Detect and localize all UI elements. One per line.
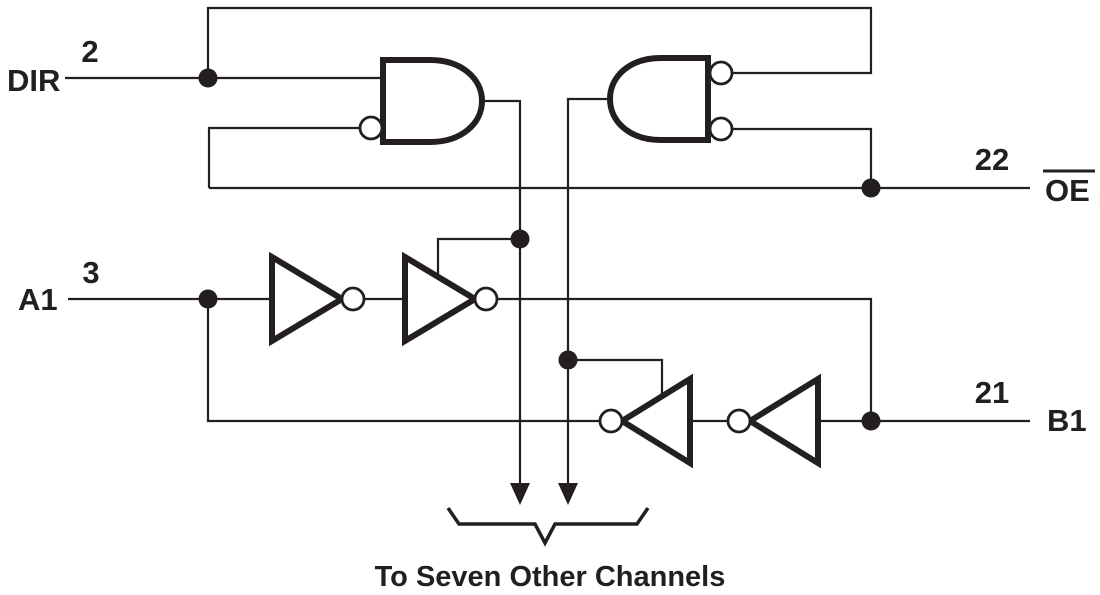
- b-enable-junction-dot: [558, 350, 578, 370]
- a-path-input-inverter-triangle: [269, 251, 348, 347]
- and-gate-a-direction-body: [380, 57, 486, 145]
- and-gate-a-direction: [358, 57, 486, 145]
- b1-junction-dot: [861, 411, 881, 431]
- b-path-output-driver: [598, 373, 693, 469]
- and-gate-b-direction: [606, 55, 734, 143]
- pin-labels: DIR 2 A1 3 22 OE 21 B1: [7, 34, 1095, 438]
- to-other-channels-arrows: [510, 483, 578, 505]
- inverting-bubble-b-input-stage: [726, 408, 752, 434]
- a-path-output-driver-triangle: [402, 251, 481, 347]
- a-driver-output-wire: [497, 297, 873, 421]
- inverting-bubble-right-gate-dir-input: [708, 60, 734, 86]
- b-path-input-inverter-triangle: [744, 373, 821, 469]
- b-path-output-driver-triangle: [616, 373, 693, 469]
- and-gate-b-direction-body: [606, 55, 711, 143]
- oe-to-right-gate-wire: [733, 127, 873, 188]
- pin-number-b1: 21: [975, 375, 1009, 410]
- a-path-input-inverter: [269, 251, 366, 347]
- inverting-bubble-b-driver: [598, 408, 624, 434]
- pin-number-a1: 3: [82, 255, 99, 290]
- inverting-bubble-a-driver: [473, 286, 499, 312]
- a-driver-enable-branch: [436, 237, 520, 277]
- inverting-bubble-a-input-stage: [340, 286, 366, 312]
- a1-junction-dot: [198, 289, 218, 309]
- b-path-input-inverter: [726, 373, 821, 469]
- pin-label-dir: DIR: [7, 63, 60, 98]
- pin-label-b1: B1: [1047, 403, 1087, 438]
- inverting-bubble-left-gate-oe-input: [358, 115, 384, 141]
- pin-label-oe: OE: [1045, 173, 1090, 208]
- a-enable-junction-dot: [510, 229, 530, 249]
- b-driver-output-wire: [206, 299, 600, 423]
- down-arrow-icon-right: [558, 483, 578, 505]
- pin-label-a1: A1: [18, 282, 58, 317]
- down-arrow-icon-left: [510, 483, 530, 505]
- a-enable-vertical-wire: [482, 99, 522, 487]
- oe-to-left-gate-wire: [207, 126, 360, 188]
- pin-number-oe: 22: [975, 142, 1009, 177]
- pin-number-dir: 2: [81, 34, 98, 69]
- dir-junction-dot: [198, 68, 218, 88]
- caption: To Seven Other Channels: [375, 561, 726, 593]
- junction-dot-group: [198, 68, 881, 431]
- oe-junction-dot: [861, 178, 881, 198]
- dir-top-rail-wire: [206, 6, 873, 78]
- a-path-output-driver: [402, 251, 499, 347]
- brace: [446, 507, 650, 547]
- inverting-bubble-right-gate-oe-input: [708, 116, 734, 142]
- b-driver-enable-branch: [568, 358, 664, 396]
- wire-group: [65, 6, 1030, 487]
